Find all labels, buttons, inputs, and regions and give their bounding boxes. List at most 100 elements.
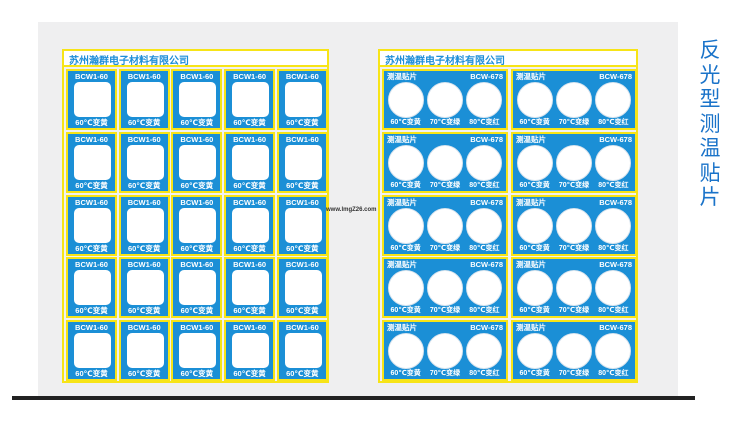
indicator-dot bbox=[595, 144, 631, 181]
label-name: 测温贴片 bbox=[516, 134, 546, 144]
indicator-window bbox=[126, 144, 164, 180]
label-model: BCW1-60 bbox=[285, 72, 319, 81]
label-model: BCW1-60 bbox=[233, 134, 267, 144]
title-char: 贴 bbox=[699, 160, 721, 185]
label-temperature: 70℃变绿 bbox=[429, 119, 461, 126]
label-temperature: 60℃变黄 bbox=[180, 118, 214, 127]
indicator-window bbox=[232, 207, 270, 243]
label-temperature: 80℃变红 bbox=[469, 307, 500, 315]
label-temperature: 60℃变黄 bbox=[390, 370, 421, 378]
watermark-text: www.lmgZ26.com bbox=[326, 207, 377, 213]
label-name: 测温贴片 bbox=[387, 72, 417, 81]
label-model: BCW1-60 bbox=[75, 323, 108, 333]
indicator-window bbox=[284, 333, 322, 369]
label-name: 测温贴片 bbox=[387, 134, 417, 144]
indicator-window bbox=[126, 270, 164, 306]
indicator-dot bbox=[517, 333, 553, 370]
indicator-dot bbox=[427, 82, 463, 118]
label-temperature: 60℃变黄 bbox=[390, 181, 421, 189]
title-char: 光 bbox=[699, 62, 721, 87]
indicator-dot bbox=[466, 333, 502, 370]
label-name: 测温贴片 bbox=[516, 323, 546, 333]
label-model: BCW-678 bbox=[470, 197, 503, 207]
label-temperature: 60℃变黄 bbox=[180, 306, 214, 316]
temp-label-single: BCW1-60 60℃变黄 bbox=[171, 69, 223, 130]
label-model: BCW-678 bbox=[599, 323, 632, 333]
label-temperature: 60℃变黄 bbox=[286, 243, 319, 253]
label-model: BCW1-60 bbox=[233, 323, 267, 333]
indicator-dot bbox=[595, 270, 631, 307]
label-temperature: 70℃变绿 bbox=[429, 181, 461, 189]
indicator-dot bbox=[595, 207, 631, 244]
left-sheet-header: 苏州瀚群电子材料有限公司 bbox=[64, 51, 327, 67]
label-model: BCW-678 bbox=[470, 260, 503, 270]
label-temperature: 70℃变绿 bbox=[558, 244, 590, 252]
indicator-dot bbox=[517, 270, 553, 307]
label-temperature: 80℃变红 bbox=[598, 119, 629, 126]
indicator-dot bbox=[595, 82, 631, 118]
label-model: BCW1-60 bbox=[127, 323, 161, 333]
label-temperature: 60℃变黄 bbox=[519, 307, 550, 315]
indicator-dot bbox=[427, 144, 463, 181]
indicator-window bbox=[126, 207, 164, 243]
label-model: BCW1-60 bbox=[233, 197, 267, 207]
title-char: 测 bbox=[699, 111, 721, 136]
title-char: 反 bbox=[699, 38, 721, 62]
label-temperature: 70℃变绿 bbox=[429, 244, 461, 252]
label-model: BCW1-60 bbox=[75, 197, 108, 207]
label-temperature: 60℃变黄 bbox=[233, 306, 266, 316]
label-temperature: 80℃变红 bbox=[469, 244, 500, 252]
label-temperature: 70℃变绿 bbox=[558, 307, 590, 315]
indicator-window bbox=[126, 333, 164, 369]
indicator-window bbox=[179, 82, 217, 117]
indicator-window bbox=[179, 270, 217, 306]
left-sheet-company: 苏州瀚群电子材料有限公司 bbox=[69, 56, 189, 67]
indicator-window bbox=[74, 144, 111, 180]
indicator-window bbox=[74, 207, 111, 243]
indicator-dot bbox=[517, 82, 553, 118]
label-model: BCW-678 bbox=[599, 197, 632, 207]
indicator-window bbox=[74, 82, 111, 117]
label-model: BCW1-60 bbox=[180, 197, 214, 207]
label-model: BCW1-60 bbox=[180, 72, 214, 81]
indicator-window bbox=[232, 270, 270, 306]
indicator-window bbox=[179, 333, 217, 369]
title-char: 片 bbox=[699, 185, 721, 209]
label-temperature: 60℃变黄 bbox=[75, 306, 108, 316]
label-model: BCW1-60 bbox=[180, 323, 214, 333]
label-model: BCW-678 bbox=[470, 323, 503, 333]
label-temperature: 60℃变黄 bbox=[286, 180, 319, 190]
label-temperature: 60℃变黄 bbox=[286, 306, 319, 316]
indicator-dot bbox=[556, 144, 592, 181]
label-temperature: 60℃变黄 bbox=[519, 244, 550, 252]
label-temperature: 60℃变黄 bbox=[127, 243, 161, 253]
label-name: 测温贴片 bbox=[516, 260, 546, 270]
label-temperature: 70℃变绿 bbox=[558, 181, 590, 189]
indicator-window bbox=[74, 270, 111, 306]
label-temperature: 60℃变黄 bbox=[180, 369, 214, 379]
